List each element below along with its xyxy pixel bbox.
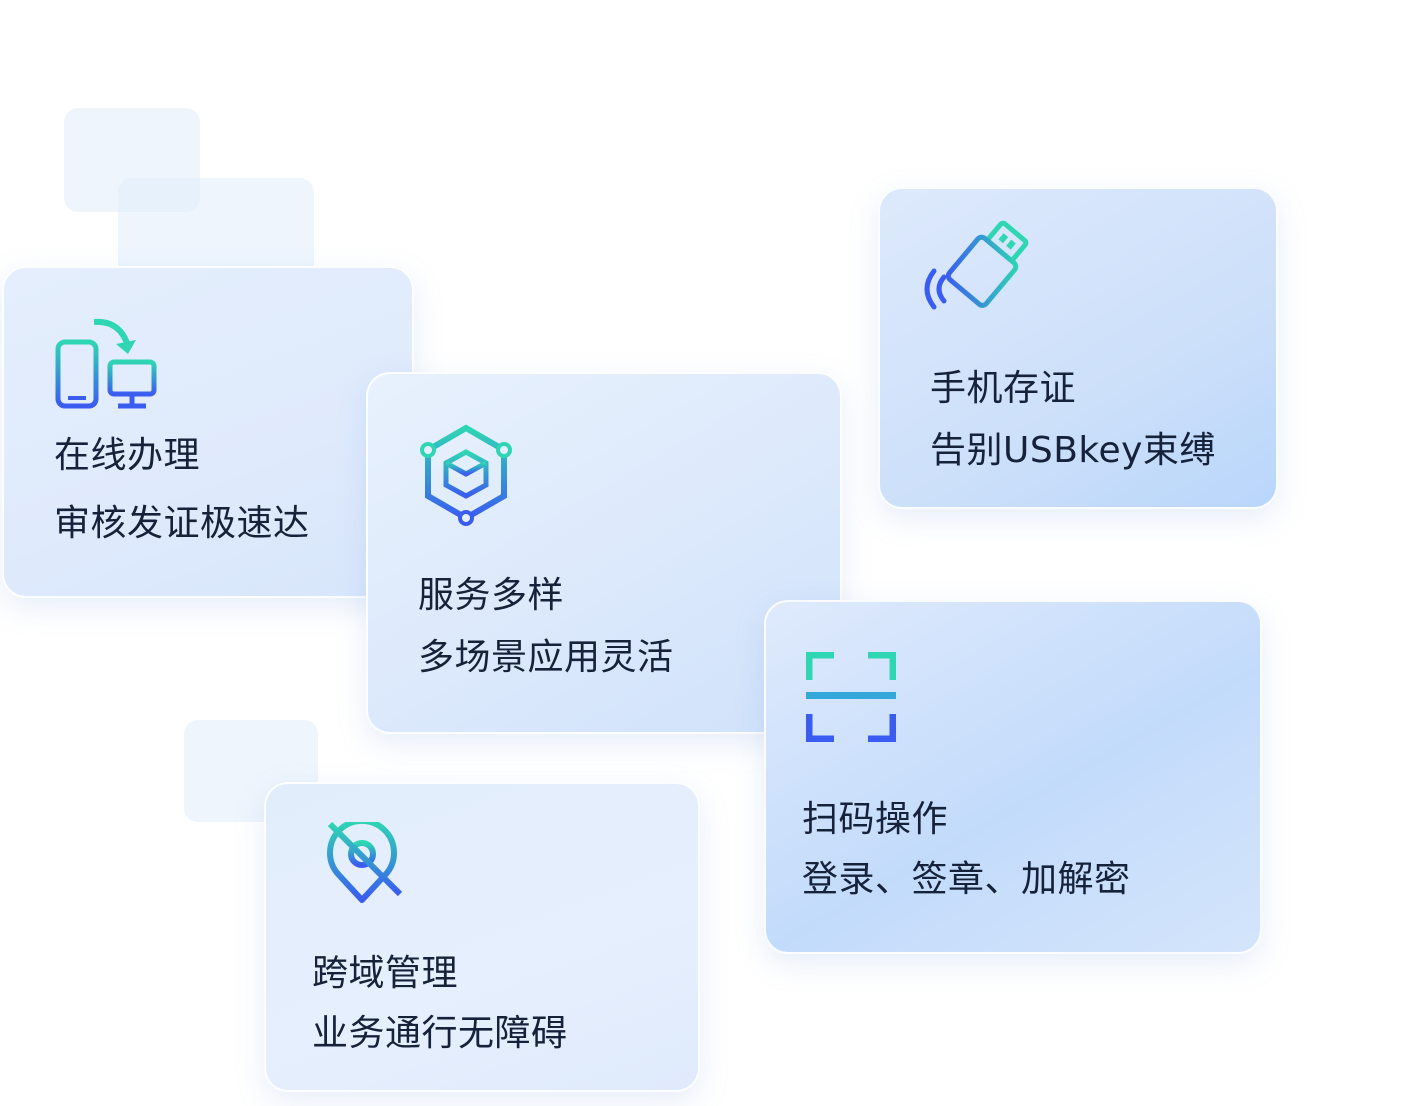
card-subtitle: 业务通行无障碍 (312, 1013, 568, 1054)
usb-key-icon (922, 219, 1034, 319)
cube-network-icon (416, 422, 516, 526)
feature-card-mobile: 手机存证 告别USBkey束缚 (878, 187, 1278, 509)
device-transfer-icon (54, 316, 160, 412)
card-subtitle: 告别USBkey束缚 (930, 430, 1216, 471)
card-subtitle: 审核发证极速达 (54, 503, 310, 544)
feature-card-scan: 扫码操作 登录、签章、加解密 (764, 600, 1262, 954)
card-title: 服务多样 (418, 575, 565, 616)
scan-frame-icon (806, 652, 896, 742)
location-slash-icon (326, 822, 406, 910)
card-title: 手机存证 (930, 368, 1077, 409)
feature-card-online: 在线办理 审核发证极速达 (2, 266, 414, 598)
card-title: 在线办理 (54, 435, 201, 476)
card-title: 扫码操作 (802, 799, 949, 840)
feature-card-service: 服务多样 多场景应用灵活 (366, 372, 842, 734)
card-subtitle: 登录、签章、加解密 (802, 859, 1131, 900)
feature-card-cross: 跨域管理 业务通行无障碍 (264, 782, 700, 1092)
card-title: 跨域管理 (312, 953, 459, 994)
card-subtitle: 多场景应用灵活 (418, 637, 674, 678)
